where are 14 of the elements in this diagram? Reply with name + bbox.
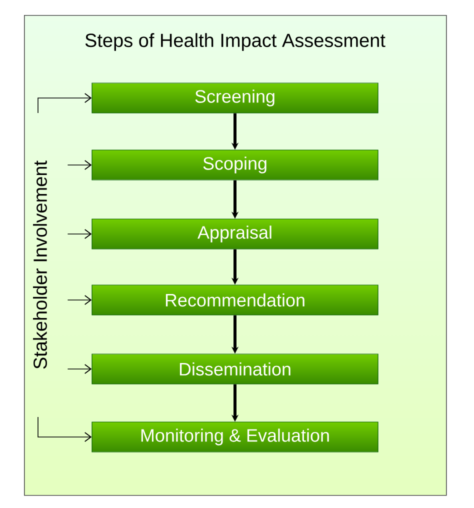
step-box: Appraisal: [92, 218, 378, 250]
arrow: [67, 295, 92, 305]
arrow: [67, 160, 92, 170]
arrow: [67, 364, 92, 374]
side-label: Stakeholder Involvement: [33, 160, 47, 369]
arrow: [67, 229, 92, 239]
title: Steps of Health Impact Assessment: [85, 33, 386, 51]
arrow: [38, 93, 92, 114]
step-box: Recommendation: [92, 284, 378, 316]
step-box: Dissemination: [92, 354, 378, 384]
arrow: [38, 416, 92, 442]
step-box: Screening: [92, 82, 378, 114]
step-box: Monitoring & Evaluation: [92, 422, 378, 452]
step-box: Scoping: [92, 150, 378, 180]
